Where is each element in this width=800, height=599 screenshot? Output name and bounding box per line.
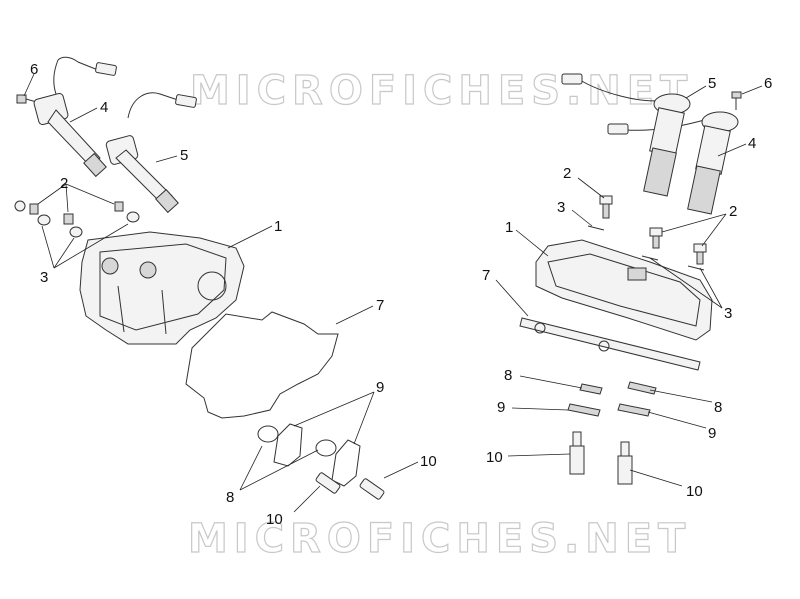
left-callout-3: 3 xyxy=(40,269,48,286)
right-seals xyxy=(567,381,657,417)
right-gasket xyxy=(519,317,701,371)
right-callout-9-a: 9 xyxy=(497,399,505,416)
right-callout-3-a: 3 xyxy=(557,199,565,216)
watermark-top: MICROFICHES.NET xyxy=(190,68,693,114)
right-spark-plugs xyxy=(569,431,633,485)
left-callout-8: 8 xyxy=(226,489,234,506)
right-callout-10-b: 10 xyxy=(686,483,703,500)
left-callout-7: 7 xyxy=(376,297,384,314)
right-ignition-coils xyxy=(561,73,739,215)
left-callout-10-b: 10 xyxy=(420,453,437,470)
right-callout-10-a: 10 xyxy=(486,449,503,466)
left-callout-4: 4 xyxy=(100,99,108,116)
right-callout-6: 6 xyxy=(764,75,772,92)
left-callout-5: 5 xyxy=(180,147,188,164)
right-callout-8-a: 8 xyxy=(504,367,512,384)
left-callout-9: 9 xyxy=(376,379,384,396)
right-callout-2-b: 2 xyxy=(729,203,737,220)
right-callout-5: 5 xyxy=(708,75,716,92)
right-callout-3-b: 3 xyxy=(724,305,732,322)
left-cylinder-head-cover xyxy=(79,231,245,345)
left-ignition-coil-a xyxy=(33,56,117,178)
left-spark-plugs xyxy=(315,472,385,500)
right-callout-1: 1 xyxy=(505,219,513,236)
left-washer-bolts xyxy=(14,200,140,238)
right-bolt xyxy=(731,91,742,110)
right-callout-9-b: 9 xyxy=(708,425,716,442)
left-callout-6: 6 xyxy=(30,61,38,78)
right-cylinder-head-cover xyxy=(535,239,713,341)
right-callout-4: 4 xyxy=(748,135,756,152)
left-callout-1: 1 xyxy=(274,218,282,235)
left-leader-lines xyxy=(23,73,419,513)
left-ignition-coil-b xyxy=(105,92,197,214)
right-callout-7: 7 xyxy=(482,267,490,284)
watermark-bottom: MICROFICHES.NET xyxy=(188,516,691,562)
right-callout-2-a: 2 xyxy=(563,165,571,182)
left-callout-10-a: 10 xyxy=(266,511,283,528)
left-gasket xyxy=(185,311,339,419)
left-callout-2: 2 xyxy=(60,175,68,192)
right-callout-8-b: 8 xyxy=(714,399,722,416)
right-leader-lines xyxy=(495,85,763,487)
